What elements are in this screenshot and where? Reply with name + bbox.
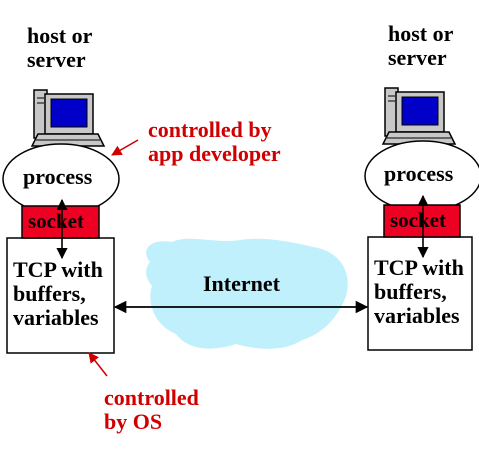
right-process-label: process [384, 161, 454, 186]
right-host-label: host or server [388, 22, 453, 70]
os-line2: by OS [104, 408, 163, 434]
os-pointer [88, 352, 108, 377]
os-annotation: controlled by OS [104, 386, 199, 434]
app-developer-annotation: controlled by app developer [148, 118, 281, 166]
left-host-label: host or server [27, 24, 92, 72]
right-computer-icon [382, 87, 456, 145]
left-host-line2: server [27, 46, 86, 72]
right-tcp-line1: TCP with [374, 255, 464, 280]
right-tcp-label: TCP with buffers, variables [374, 256, 464, 327]
left-process-label: process [23, 164, 93, 189]
left-host-line1: host or [27, 23, 93, 48]
left-tcp-line2: buffers, [13, 280, 86, 306]
app-developer-line2: app developer [148, 140, 281, 166]
left-computer-icon [31, 89, 105, 147]
right-tcp-line3: variables [374, 302, 460, 328]
right-tcp-line2: buffers, [374, 278, 447, 304]
left-tcp-line3: variables [13, 304, 99, 330]
right-socket-label: socket [390, 208, 446, 232]
app-developer-pointer [111, 139, 139, 156]
left-tcp-line1: TCP with [13, 257, 103, 282]
right-host-line2: server [388, 44, 447, 70]
os-line1: controlled [104, 385, 199, 410]
left-socket-label: socket [28, 209, 84, 233]
internet-label: Internet [203, 271, 280, 296]
left-tcp-label: TCP with buffers, variables [13, 258, 103, 329]
right-host-line1: host or [388, 21, 454, 46]
internet-cloud [146, 238, 348, 349]
app-developer-line1: controlled by [148, 117, 272, 142]
